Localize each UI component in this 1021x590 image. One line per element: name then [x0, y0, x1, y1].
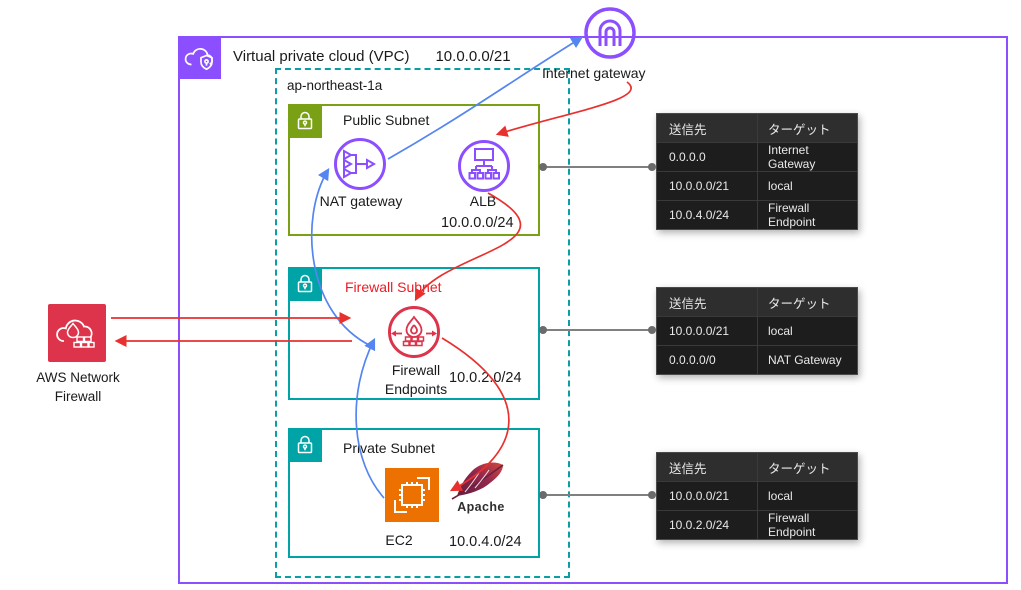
- alb-icon: [457, 139, 511, 193]
- firewall-endpoints-icon: [386, 304, 442, 360]
- private-subnet-lock-icon: [288, 428, 322, 462]
- vpc-title: Virtual private cloud (VPC) 10.0.0.0/21: [233, 48, 511, 65]
- private-subnet-cidr: 10.0.4.0/24: [449, 534, 522, 550]
- private-subnet-label: Private Subnet: [343, 440, 435, 456]
- table-row: 10.0.4.0/24 Firewall Endpoint: [657, 200, 857, 229]
- table-row: 10.0.0.0/21 local: [657, 171, 857, 200]
- table-header-row: 送信先 ターゲット: [657, 114, 857, 142]
- aws-network-firewall-icon: [48, 304, 106, 362]
- nat-gateway-icon: [333, 137, 387, 191]
- apache-logo: Apache: [449, 460, 513, 514]
- route-table-firewall: 送信先 ターゲット 10.0.0.0/21 local 0.0.0.0/0 NA…: [656, 287, 858, 375]
- vpc-title-label: Virtual private cloud (VPC): [233, 48, 410, 65]
- apache-label: Apache: [457, 500, 505, 514]
- nat-gateway-label: NAT gateway: [319, 193, 403, 209]
- public-subnet-cidr: 10.0.0.0/24: [441, 215, 514, 231]
- table-row: 0.0.0.0 Internet Gateway: [657, 142, 857, 171]
- table-row: 10.0.0.0/21 local: [657, 316, 857, 345]
- firewall-subnet-label: Firewall Subnet: [345, 279, 442, 295]
- alb-label: ALB: [469, 193, 497, 209]
- table-header-row: 送信先 ターゲット: [657, 453, 857, 481]
- table-row: 10.0.0.0/21 local: [657, 481, 857, 510]
- ec2-icon: [385, 468, 439, 522]
- internet-gateway-icon: [582, 5, 638, 61]
- firewall-subnet-lock-icon: [288, 267, 322, 301]
- vpc-box: [178, 36, 1008, 584]
- availability-zone-label: ap-northeast-1a: [287, 78, 383, 93]
- public-subnet-lock-icon: [288, 104, 322, 138]
- vpc-cidr: 10.0.0.0/21: [435, 48, 511, 65]
- route-table-public: 送信先 ターゲット 0.0.0.0 Internet Gateway 10.0.…: [656, 113, 858, 230]
- table-row: 10.0.2.0/24 Firewall Endpoint: [657, 510, 857, 539]
- vpc-icon: [178, 36, 221, 79]
- ec2-label: EC2: [385, 532, 413, 548]
- table-header-row: 送信先 ターゲット: [657, 288, 857, 316]
- internet-gateway-label: Internet gateway: [542, 65, 646, 81]
- firewall-endpoints-label: Firewall Endpoints: [384, 362, 448, 397]
- table-row: 0.0.0.0/0 NAT Gateway: [657, 345, 857, 374]
- aws-network-firewall-label: AWS Network Firewall: [36, 370, 120, 404]
- route-table-private: 送信先 ターゲット 10.0.0.0/21 local 10.0.2.0/24 …: [656, 452, 858, 540]
- public-subnet-label: Public Subnet: [343, 112, 430, 128]
- firewall-subnet-cidr: 10.0.2.0/24: [449, 370, 522, 386]
- apache-feather-icon: [451, 462, 504, 500]
